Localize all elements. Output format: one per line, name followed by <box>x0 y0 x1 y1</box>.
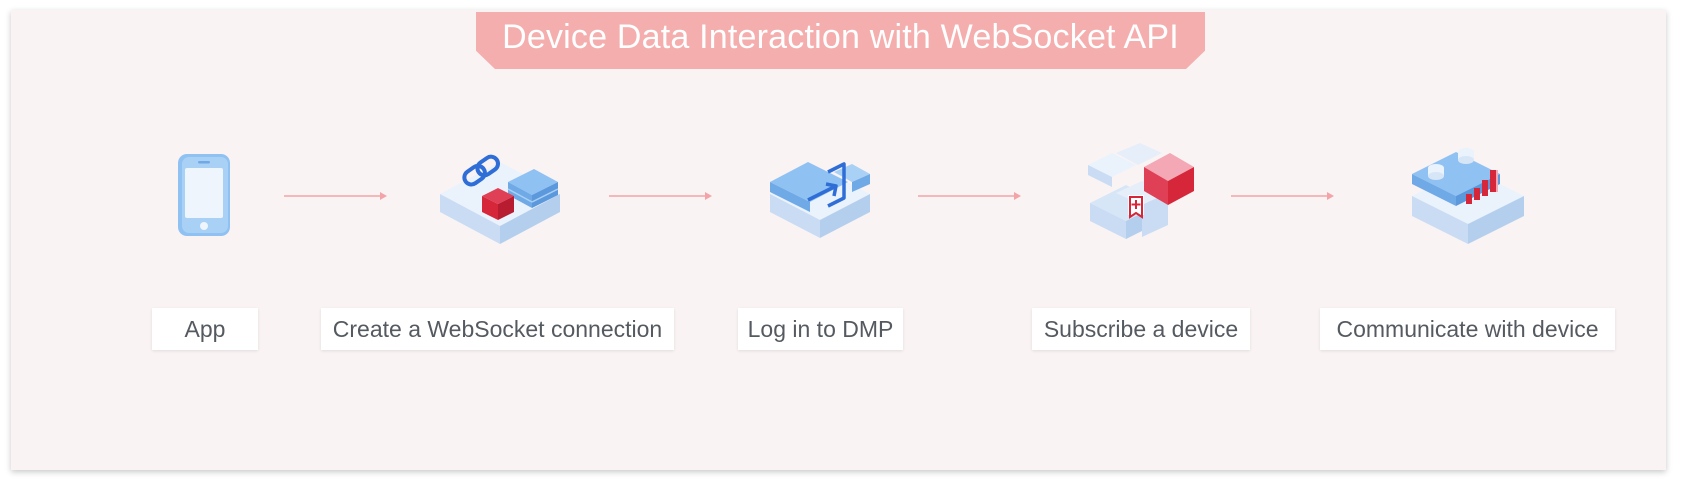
step-label-create-connection: Create a WebSocket connection <box>321 308 674 350</box>
diagram-panel <box>11 10 1666 470</box>
step-label-app: App <box>152 308 258 350</box>
step-label-login: Log in to DMP <box>738 308 903 350</box>
communicate-block-icon <box>1412 148 1524 244</box>
step-label-communicate: Communicate with device <box>1320 308 1615 350</box>
step-label-subscribe: Subscribe a device <box>1032 308 1250 350</box>
subscribe-block-icon <box>1088 143 1194 239</box>
flow-arrow-2 <box>609 192 712 200</box>
link-block-icon <box>440 154 560 244</box>
diagram-title: Device Data Interaction with WebSocket A… <box>502 18 1179 56</box>
flow-arrow-1 <box>284 192 387 200</box>
title-banner: Device Data Interaction with WebSocket A… <box>476 12 1205 69</box>
login-block-icon <box>770 162 870 238</box>
flow-arrow-3 <box>918 192 1021 200</box>
flow-arrow-4 <box>1231 192 1334 200</box>
smartphone-icon <box>178 154 230 236</box>
